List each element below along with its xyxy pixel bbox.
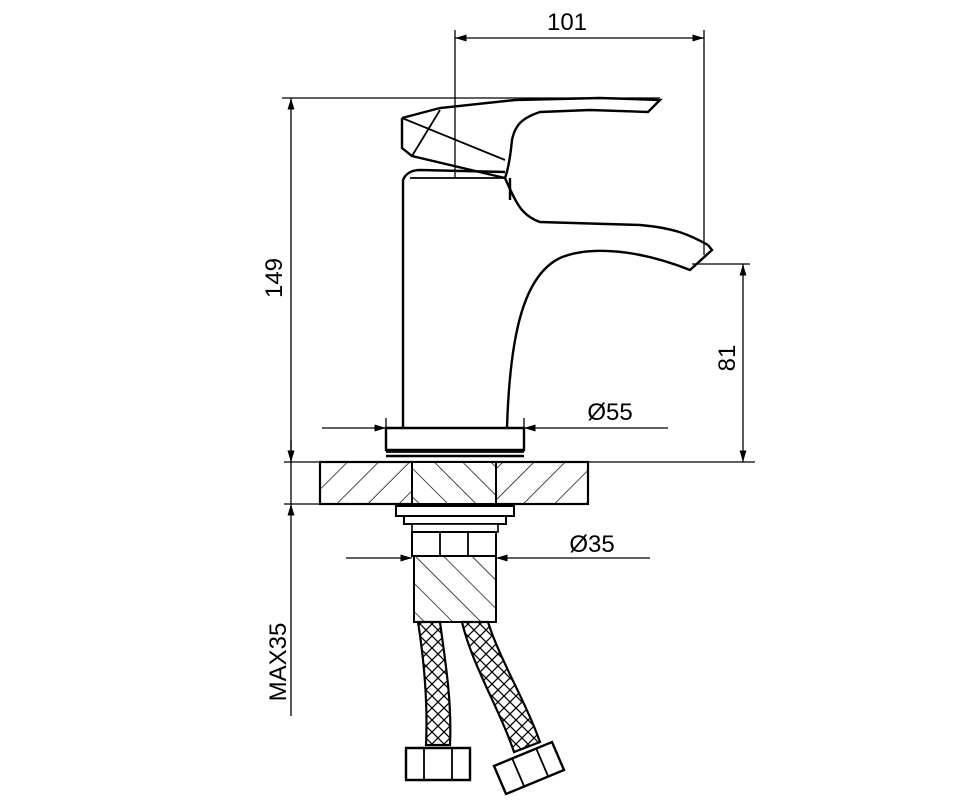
countertop-section [284, 460, 755, 506]
dimension-max-thickness: MAX35 [265, 440, 295, 716]
faucet-body [384, 168, 714, 458]
thread-diameter-label: Ø35 [569, 531, 614, 558]
base-diameter-label: Ø55 [587, 399, 632, 426]
max-thickness-label: MAX35 [265, 623, 292, 702]
mounting-nut [395, 505, 515, 623]
handle-lever [400, 96, 663, 180]
dimension-spout-height: 81 [692, 263, 750, 462]
dimension-thread-diameter: Ø35 [346, 531, 650, 562]
braided-hoses [404, 620, 566, 796]
dimension-width: 101 [454, 9, 705, 255]
spout-height-label: 81 [714, 345, 741, 372]
width-label: 101 [547, 9, 587, 36]
dimension-height: 149 [261, 97, 660, 462]
dimension-base-diameter: Ø55 [322, 399, 668, 450]
height-label: 149 [261, 258, 288, 298]
